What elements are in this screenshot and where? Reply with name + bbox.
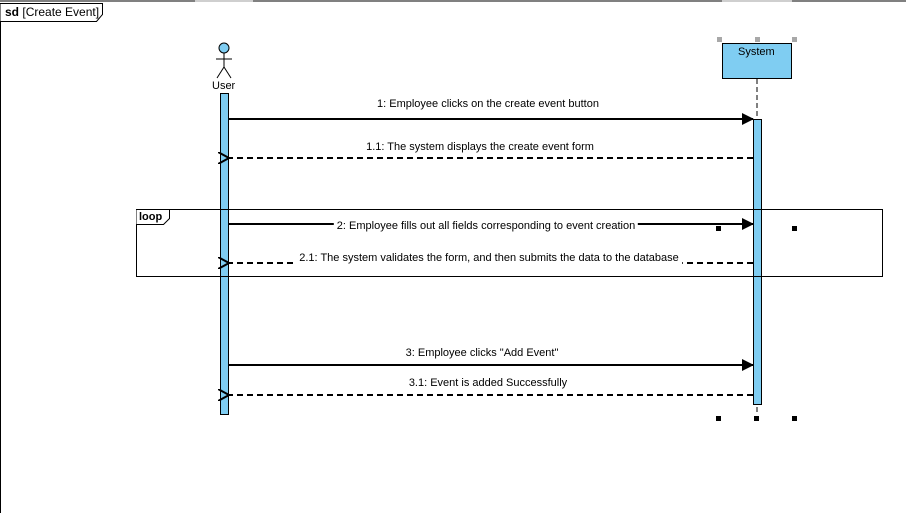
system-lifeline-head[interactable] bbox=[722, 43, 792, 79]
user-actor-label: User bbox=[212, 80, 236, 92]
loop-operator-tab bbox=[136, 209, 170, 225]
user-activation-bar[interactable] bbox=[220, 93, 229, 415]
selection-handle bbox=[792, 226, 797, 231]
selection-handle bbox=[716, 416, 721, 421]
selection-handle bbox=[716, 226, 721, 231]
loop-fragment[interactable] bbox=[136, 209, 883, 277]
top-scroll-marker bbox=[722, 0, 792, 2]
system-activation-bar[interactable] bbox=[753, 119, 762, 405]
message-3-label: 3: Employee clicks "Add Event" bbox=[402, 347, 562, 359]
message-2-1-label: 2.1: The system validates the form, and … bbox=[296, 252, 682, 264]
message-2-label: 2: Employee fills out all fields corresp… bbox=[333, 220, 639, 232]
message-1-1-label: 1.1: The system displays the create even… bbox=[363, 141, 597, 153]
loop-operator-label: loop bbox=[139, 211, 163, 223]
frame-keyword: sd bbox=[5, 5, 20, 19]
user-actor-icon[interactable] bbox=[216, 42, 232, 79]
frame-heading: sd [Create Event] bbox=[0, 3, 99, 21]
frame-name: [Create Event] bbox=[22, 5, 100, 19]
selection-handle bbox=[792, 416, 797, 421]
message-3-1-label: 3.1: Event is added Successfully bbox=[405, 377, 571, 389]
selection-handle bbox=[792, 37, 797, 42]
top-scroll-marker bbox=[195, 0, 253, 2]
system-lifeline-label: System bbox=[738, 46, 775, 58]
selection-handle bbox=[755, 37, 760, 42]
selection-handle bbox=[717, 37, 722, 42]
frame-heading-tab bbox=[0, 3, 103, 22]
message-1-label: 1: Employee clicks on the create event b… bbox=[374, 98, 602, 110]
selection-handle bbox=[754, 416, 759, 421]
